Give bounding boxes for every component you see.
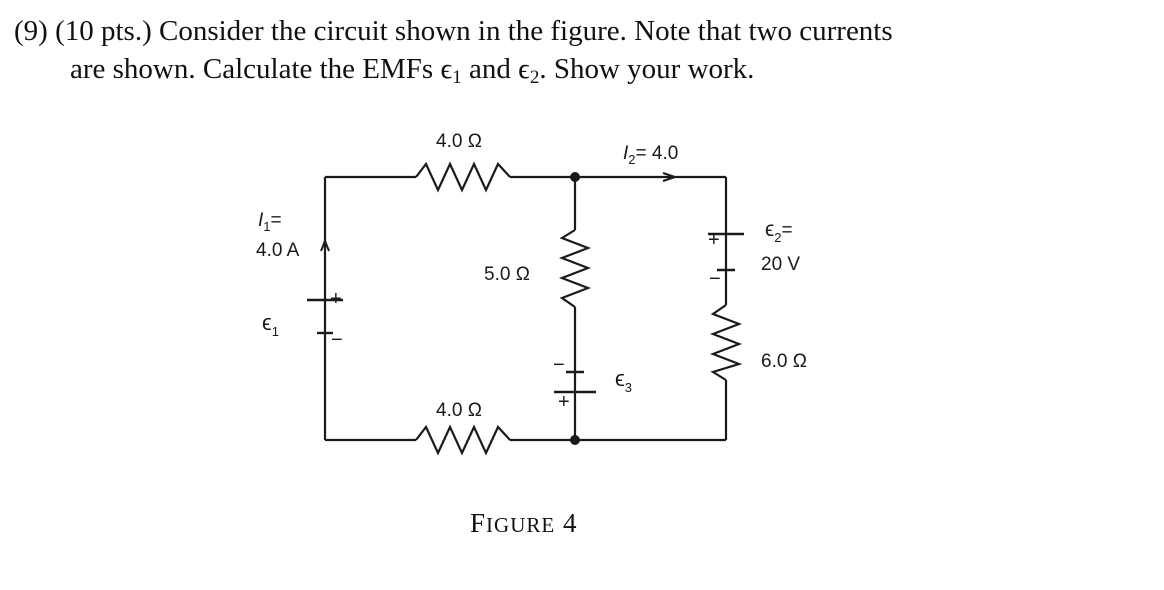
label-r-right: 6.0 Ω: [761, 351, 807, 372]
problem-statement: (9) (10 pts.) Consider the circuit shown…: [14, 12, 1144, 92]
circuit-wires: [323, 175, 728, 442]
caption-rest: IGURE: [486, 513, 556, 537]
figure-caption: FIGURE 4: [470, 508, 577, 539]
resistor-middle: [558, 229, 592, 308]
label-i2-symbol: I: [623, 143, 629, 164]
battery-emf2: [708, 232, 744, 272]
label-emf3: ϵ3: [615, 366, 632, 395]
polarity-minus-emf3: −: [553, 354, 565, 376]
polarity-minus-emf2: −: [709, 268, 721, 290]
label-r-bottom: 4.0 Ω: [436, 400, 482, 421]
problem-line-1: (9) (10 pts.) Consider the circuit shown…: [14, 15, 893, 47]
emf2-subscript: 2: [529, 67, 540, 88]
polarity-plus-emf2: +: [708, 229, 720, 251]
label-emf3-symbol: ϵ: [615, 366, 625, 391]
polarity-plus-emf3: +: [558, 391, 570, 413]
label-r-top: 4.0 Ω: [436, 131, 482, 152]
label-i1-sub: 1: [263, 219, 270, 234]
problem-line-2-start: are shown. Calculate the EMFs ϵ: [70, 53, 453, 85]
i1-arrow-icon: [320, 238, 330, 252]
polarity-plus-emf1: +: [330, 288, 342, 310]
label-emf2-value: 20 V: [761, 254, 800, 275]
label-emf2: ϵ2=: [765, 218, 793, 245]
label-emf1: ϵ1: [262, 310, 279, 339]
label-i2-value: = 4.0: [636, 143, 679, 164]
label-emf2-eq: =: [782, 220, 793, 241]
label-i1: I1=: [258, 210, 282, 234]
circuit-figure: 4.0 Ω 5.0 Ω 4.0 Ω 6.0 Ω I2= 4.0 I1= 4.0 …: [240, 120, 840, 470]
circuit-diagram: 4.0 Ω 5.0 Ω 4.0 Ω 6.0 Ω I2= 4.0 I1= 4.0 …: [256, 131, 807, 456]
label-emf2-sub: 2: [774, 230, 781, 245]
label-emf2-symbol: ϵ: [765, 218, 774, 241]
label-r-middle: 5.0 Ω: [484, 264, 530, 285]
emf1-subscript: 1: [452, 67, 462, 88]
label-emf1-symbol: ϵ: [262, 310, 272, 335]
label-emf3-sub: 3: [625, 380, 632, 395]
battery-emf3: [554, 370, 596, 394]
caption-first-letter: F: [470, 508, 487, 538]
label-i1-symbol: I: [258, 210, 264, 231]
label-i2-sub: 2: [628, 152, 635, 167]
polarity-minus-emf1: −: [331, 329, 343, 351]
i2-arrow-icon: [662, 172, 679, 182]
problem-line-2: are shown. Calculate the EMFs ϵ1 and ϵ2.…: [14, 50, 1144, 92]
problem-line-2-end: . Show your work.: [539, 53, 755, 85]
label-emf1-sub: 1: [272, 324, 279, 339]
label-i1-eq: =: [271, 210, 282, 231]
resistor-top: [415, 161, 511, 193]
battery-emf1: [307, 298, 343, 335]
problem-line-2-mid: and ϵ: [461, 53, 530, 85]
junction-top: [570, 172, 580, 182]
resistor-bottom: [415, 424, 511, 456]
resistor-right: [709, 304, 743, 381]
label-i1-value: 4.0 A: [256, 240, 300, 261]
caption-number: 4: [555, 508, 578, 538]
label-i2: I2= 4.0: [623, 143, 678, 167]
junction-bottom: [570, 435, 580, 445]
